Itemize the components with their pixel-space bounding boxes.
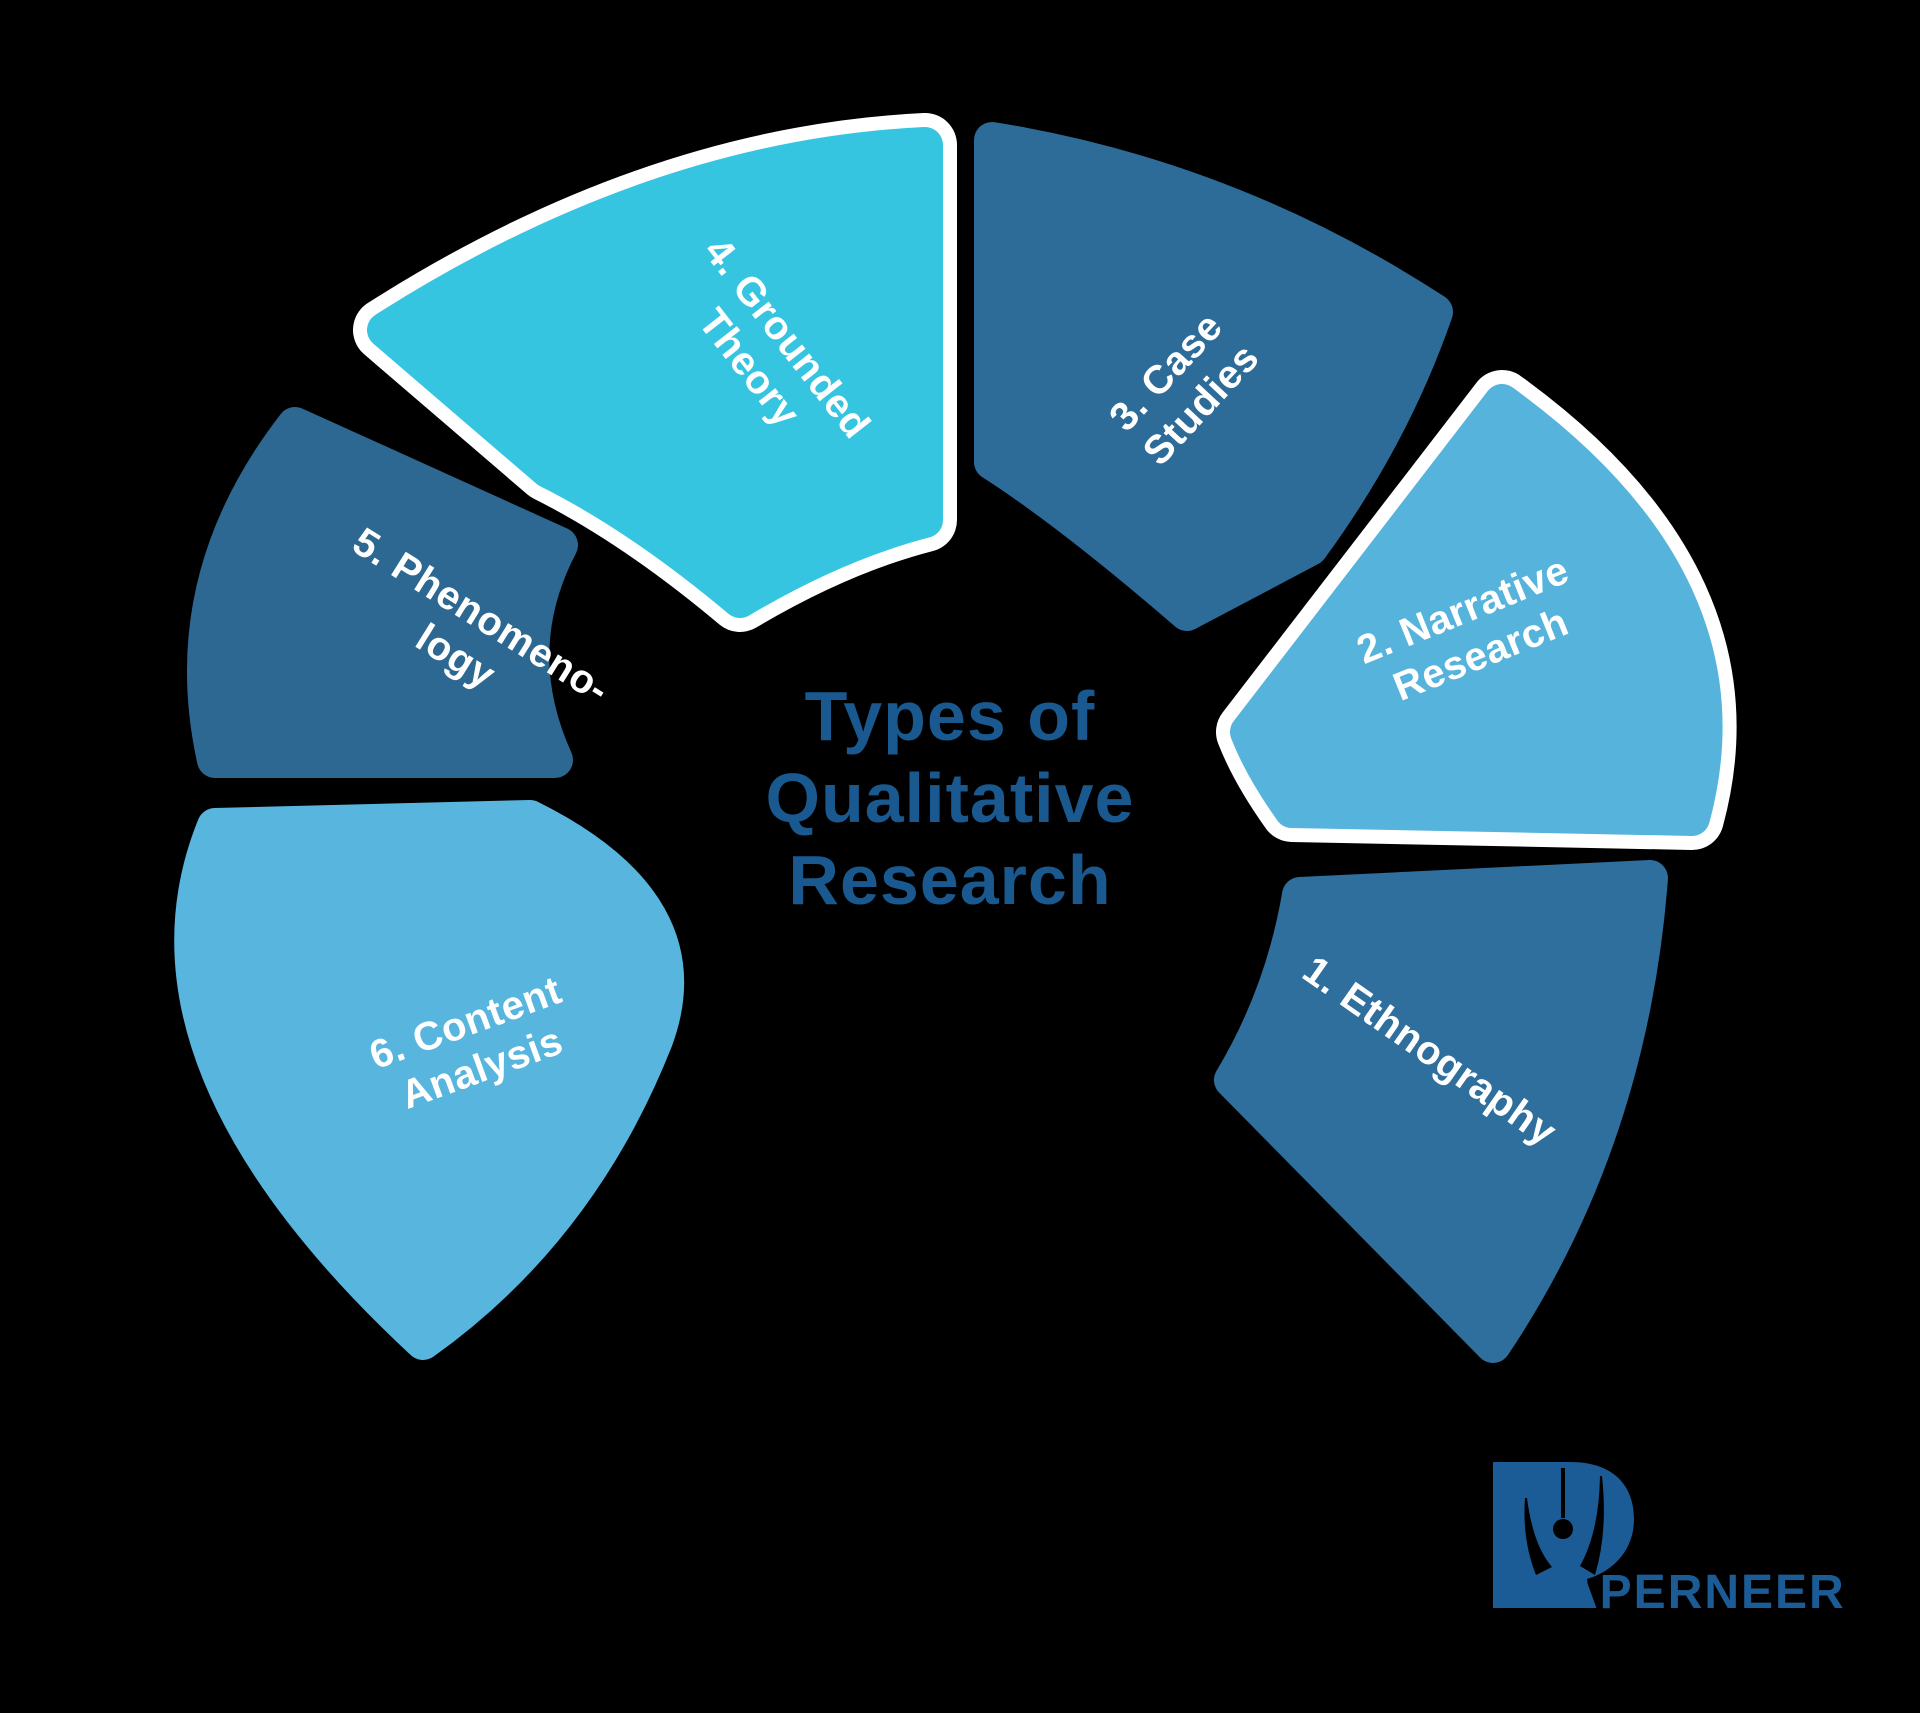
petal-narrative-research: [1230, 384, 1723, 836]
nib-right-cut: [1580, 1476, 1604, 1575]
segment-narrative-research: 2. Narrative Research: [1216, 370, 1737, 850]
segment-case-studies: 3. Case Studies: [974, 122, 1453, 631]
diagram-title: Types of Qualitative Research: [766, 677, 1135, 919]
nib-slit: [1561, 1468, 1565, 1518]
petal-case-studies: [974, 122, 1453, 631]
title-line-1: Types of: [805, 677, 1096, 755]
nib-left-cut: [1524, 1498, 1552, 1575]
petal-phenomenology: [187, 407, 578, 778]
logo-wordmark: APERNEER: [1563, 1566, 1846, 1619]
paperneer-logo: APERNEER: [1493, 1462, 1846, 1619]
segment-content-analysis: 6. Content Analysis: [174, 800, 685, 1360]
petal-grounded-theory: [367, 127, 943, 618]
segment-grounded-theory: 4. Grounded Theory: [353, 113, 957, 632]
nib-breather-hole: [1553, 1519, 1573, 1539]
segment-ethnography: 1. Ethnography: [1214, 860, 1668, 1363]
segment-phenomenology: 5. Phenomeno- logy: [187, 407, 617, 778]
petal-ethnography: [1214, 860, 1668, 1363]
pen-nib-p-icon: [1493, 1462, 1634, 1608]
petal-content-analysis: [174, 800, 685, 1360]
title-line-2: Qualitative: [766, 759, 1135, 837]
title-line-3: Research: [788, 841, 1111, 919]
